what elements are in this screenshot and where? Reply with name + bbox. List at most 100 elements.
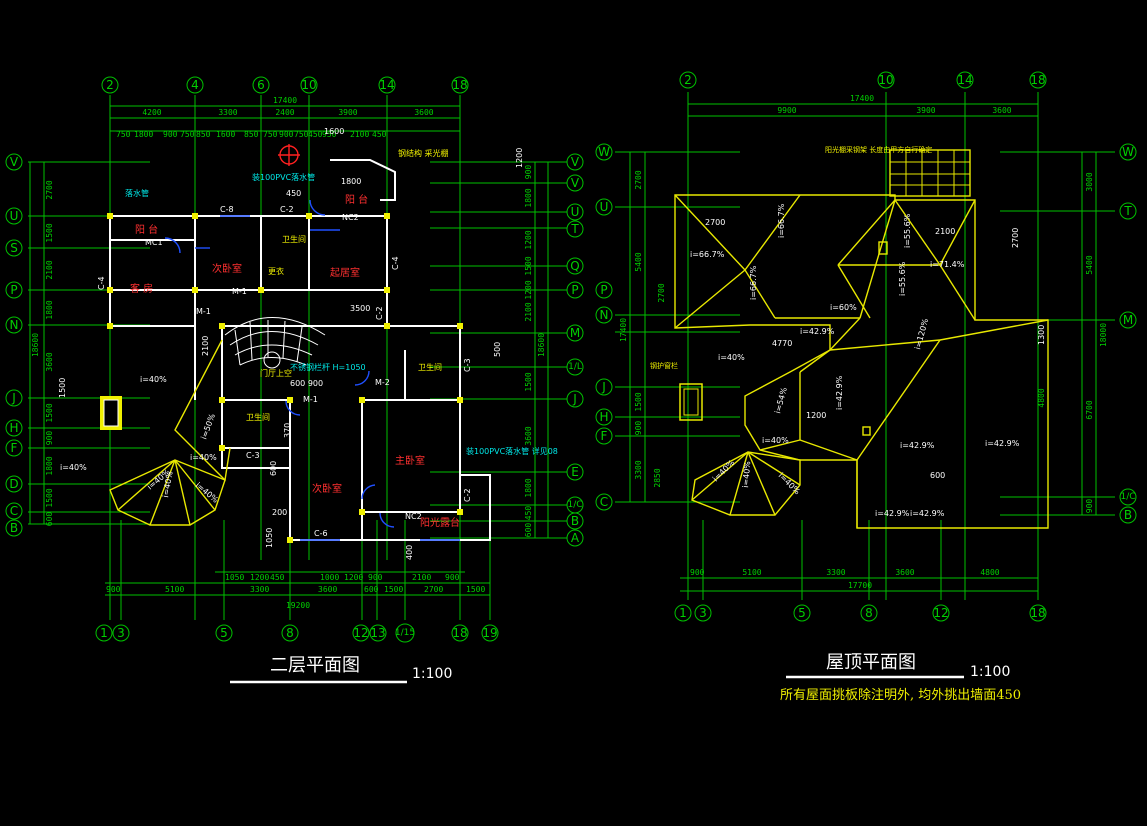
tag-label: 400 xyxy=(405,545,414,560)
right-dim-right-3: 18000 xyxy=(1099,323,1108,347)
tag-label: 600 xyxy=(269,461,278,476)
axis-label: M xyxy=(570,326,580,340)
railing-note: 不锈钢栏杆 H=1050 xyxy=(290,362,366,372)
inner-dim: 2700 xyxy=(1011,228,1020,248)
axis-label: 1/L xyxy=(568,362,582,372)
axis-label: 4 xyxy=(191,78,199,92)
left-dim-left-10: 600 xyxy=(45,512,54,527)
left-plan-scale: 1:100 xyxy=(412,666,452,682)
left-dim-top-3: 2400 xyxy=(275,108,294,117)
tag-label: M-1 xyxy=(196,307,211,316)
right-dimensions: 17400 9900 3900 3600 900 5100 3300 3600 … xyxy=(619,94,1108,590)
left-dim-r2-3: 900 xyxy=(163,130,178,139)
axis-label: V xyxy=(10,155,19,169)
left-dim-right-3: 1200 xyxy=(524,230,533,249)
slope-label: i=50% xyxy=(199,412,217,441)
axis-label: 6 xyxy=(257,78,265,92)
tag-label: 3500 xyxy=(350,304,370,313)
left-dim-b2-6: 1500 xyxy=(384,585,403,594)
axis-label: H xyxy=(599,410,608,424)
skylight-note: 钢结构 采光棚 xyxy=(398,148,449,158)
axis-label: B xyxy=(571,514,579,528)
slope-label: i=71.4% xyxy=(930,260,965,269)
sunroom-skylight xyxy=(889,149,971,197)
left-dim-left-5: 3600 xyxy=(45,352,54,371)
axis-label: 1 xyxy=(100,626,108,640)
right-dim-right-2: 5400 xyxy=(1085,255,1094,274)
axis-label: 18 xyxy=(1030,606,1045,620)
axis-label: 14 xyxy=(957,73,972,87)
axis-label: B xyxy=(1124,508,1132,522)
axis-label: F xyxy=(11,441,18,455)
left-dim-r2-7: 850 xyxy=(244,130,259,139)
slope-label: i=66.7% xyxy=(690,250,725,259)
right-plan: 17400 9900 3900 3600 900 5100 3300 3600 … xyxy=(595,71,1137,703)
slope-label: i=42.9% xyxy=(875,509,910,518)
inner-dim: 2100 xyxy=(935,227,955,236)
axis-label: C xyxy=(10,504,18,518)
right-axis-lines xyxy=(615,92,1115,600)
left-dim-right-2: 1800 xyxy=(524,188,533,207)
slope-label: i=120% xyxy=(913,317,930,350)
axis-bubble xyxy=(252,76,270,94)
left-dim-b1-8: 900 xyxy=(445,573,460,582)
tag-label: C-3 xyxy=(463,358,472,372)
right-dim-left-2: 5400 xyxy=(634,252,643,271)
left-dim-b1-5: 1200 xyxy=(344,573,363,582)
left-dim-top-5: 3600 xyxy=(414,108,433,117)
right-dim-bottom-1: 900 xyxy=(690,568,705,577)
room-label: 卫生间 xyxy=(418,362,442,372)
left-dim-r2-6: 1600 xyxy=(216,130,235,139)
axis-bubble xyxy=(300,76,318,94)
axis-label: T xyxy=(570,222,579,236)
axis-bubble xyxy=(186,76,204,94)
left-roof-overhangs xyxy=(109,339,231,526)
tag-label: C-2 xyxy=(280,205,294,214)
axis-bubble xyxy=(378,76,396,94)
drain-pipe-note: 落水管 xyxy=(125,188,149,198)
right-dim-right-5: 6700 xyxy=(1085,400,1094,419)
axis-label: W xyxy=(1122,145,1134,159)
left-dim-b2-2: 5100 xyxy=(165,585,184,594)
left-dim-b1-6: 900 xyxy=(368,573,383,582)
left-dim-b2-3: 3300 xyxy=(250,585,269,594)
left-dim-right-9: 1800 xyxy=(524,478,533,497)
left-axis-bubbles-top: 2 4 6 10 14 18 xyxy=(101,76,469,94)
inner-dim: 1300 xyxy=(1037,325,1046,345)
room-label: 次卧室 xyxy=(212,262,242,275)
left-dim-top-1: 4200 xyxy=(142,108,161,117)
right-dim-left-1: 2700 xyxy=(634,170,643,189)
tag-label: 500 xyxy=(493,342,502,357)
axis-label: 5 xyxy=(798,606,806,620)
tag-label: C-3 xyxy=(246,451,260,460)
axis-bubble xyxy=(112,624,130,642)
left-dim-b1-7: 2100 xyxy=(412,573,431,582)
left-dim-right-4: 1500 xyxy=(524,256,533,275)
roof-fan xyxy=(691,451,801,516)
left-dim-b2-7: 2700 xyxy=(424,585,443,594)
axis-label: W xyxy=(598,145,610,159)
slope-label: i=42.9% xyxy=(900,441,935,450)
room-label: 阳 台 xyxy=(135,223,158,236)
tag-label: NC2 xyxy=(405,512,422,521)
axis-label: P xyxy=(571,283,578,297)
right-dim-bottom-total: 17700 xyxy=(848,581,872,590)
tag-label: NC2 xyxy=(342,213,359,222)
axis-label: B xyxy=(10,521,18,535)
axis-label: 1/C xyxy=(1120,492,1135,502)
slope-label: i=40% xyxy=(711,458,737,484)
tag-label: 200 xyxy=(272,508,287,517)
left-plan: 17400 4200 3300 2400 3900 3600 750 1800 … xyxy=(5,76,584,684)
axis-label: 1/15 xyxy=(395,628,415,638)
left-dim-right-10: 450 xyxy=(524,506,533,521)
axis-label: F xyxy=(601,429,608,443)
slope-label: i=42.9% xyxy=(835,375,844,410)
left-dim-right-8: 3600 xyxy=(524,426,533,445)
axis-label: V xyxy=(571,155,580,169)
roof-overhang-note: 所有屋面挑板除注明外, 均外挑出墙面450 xyxy=(780,688,1021,703)
room-label: 阳光露台 xyxy=(420,516,460,529)
slope-label: i=40% xyxy=(190,453,217,462)
room-label: 卫生间 xyxy=(246,412,270,422)
right-axis-bubbles-bottom: 1 3 5 8 12 18 xyxy=(674,604,1047,622)
